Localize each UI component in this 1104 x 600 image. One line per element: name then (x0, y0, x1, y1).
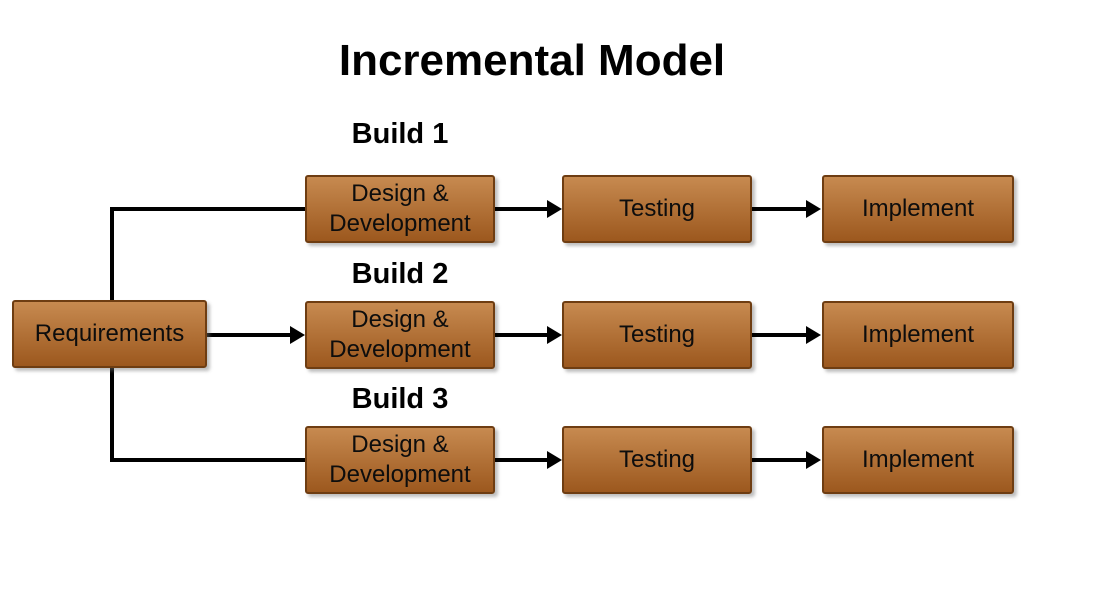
connector-vertical-up (110, 207, 114, 300)
design-development-box-3: Design & Development (305, 426, 495, 494)
arrow-testing-to-implement-2-line (752, 333, 807, 337)
arrow-testing-to-implement-1-line (752, 207, 807, 211)
implement-box-2: Implement (822, 301, 1014, 369)
arrow-design-to-testing-2-line (495, 333, 548, 337)
diagram-title: Incremental Model (338, 36, 726, 85)
build-2-label: Build 2 (351, 258, 449, 290)
arrow-design-to-testing-2-head (547, 326, 562, 344)
arrow-requirements-to-build2-head (290, 326, 305, 344)
arrow-testing-to-implement-3-line (752, 458, 807, 462)
arrow-testing-to-implement-1-head (806, 200, 821, 218)
testing-box-3: Testing (562, 426, 752, 494)
connector-build3-line (110, 458, 305, 462)
connector-build1-line (110, 207, 305, 211)
arrow-design-to-testing-1-head (547, 200, 562, 218)
arrow-testing-to-implement-2-head (806, 326, 821, 344)
requirements-box: Requirements (12, 300, 207, 368)
design-development-box-1: Design & Development (305, 175, 495, 243)
arrow-design-to-testing-3-line (495, 458, 548, 462)
design-development-box-2: Design & Development (305, 301, 495, 369)
testing-box-1: Testing (562, 175, 752, 243)
arrow-design-to-testing-3-head (547, 451, 562, 469)
testing-box-2: Testing (562, 301, 752, 369)
implement-box-1: Implement (822, 175, 1014, 243)
arrow-design-to-testing-1-line (495, 207, 548, 211)
arrow-testing-to-implement-3-head (806, 451, 821, 469)
implement-box-3: Implement (822, 426, 1014, 494)
build-3-label: Build 3 (351, 383, 449, 415)
build-1-label: Build 1 (351, 118, 449, 150)
arrow-requirements-to-build2-line (207, 333, 291, 337)
connector-vertical-down (110, 368, 114, 462)
